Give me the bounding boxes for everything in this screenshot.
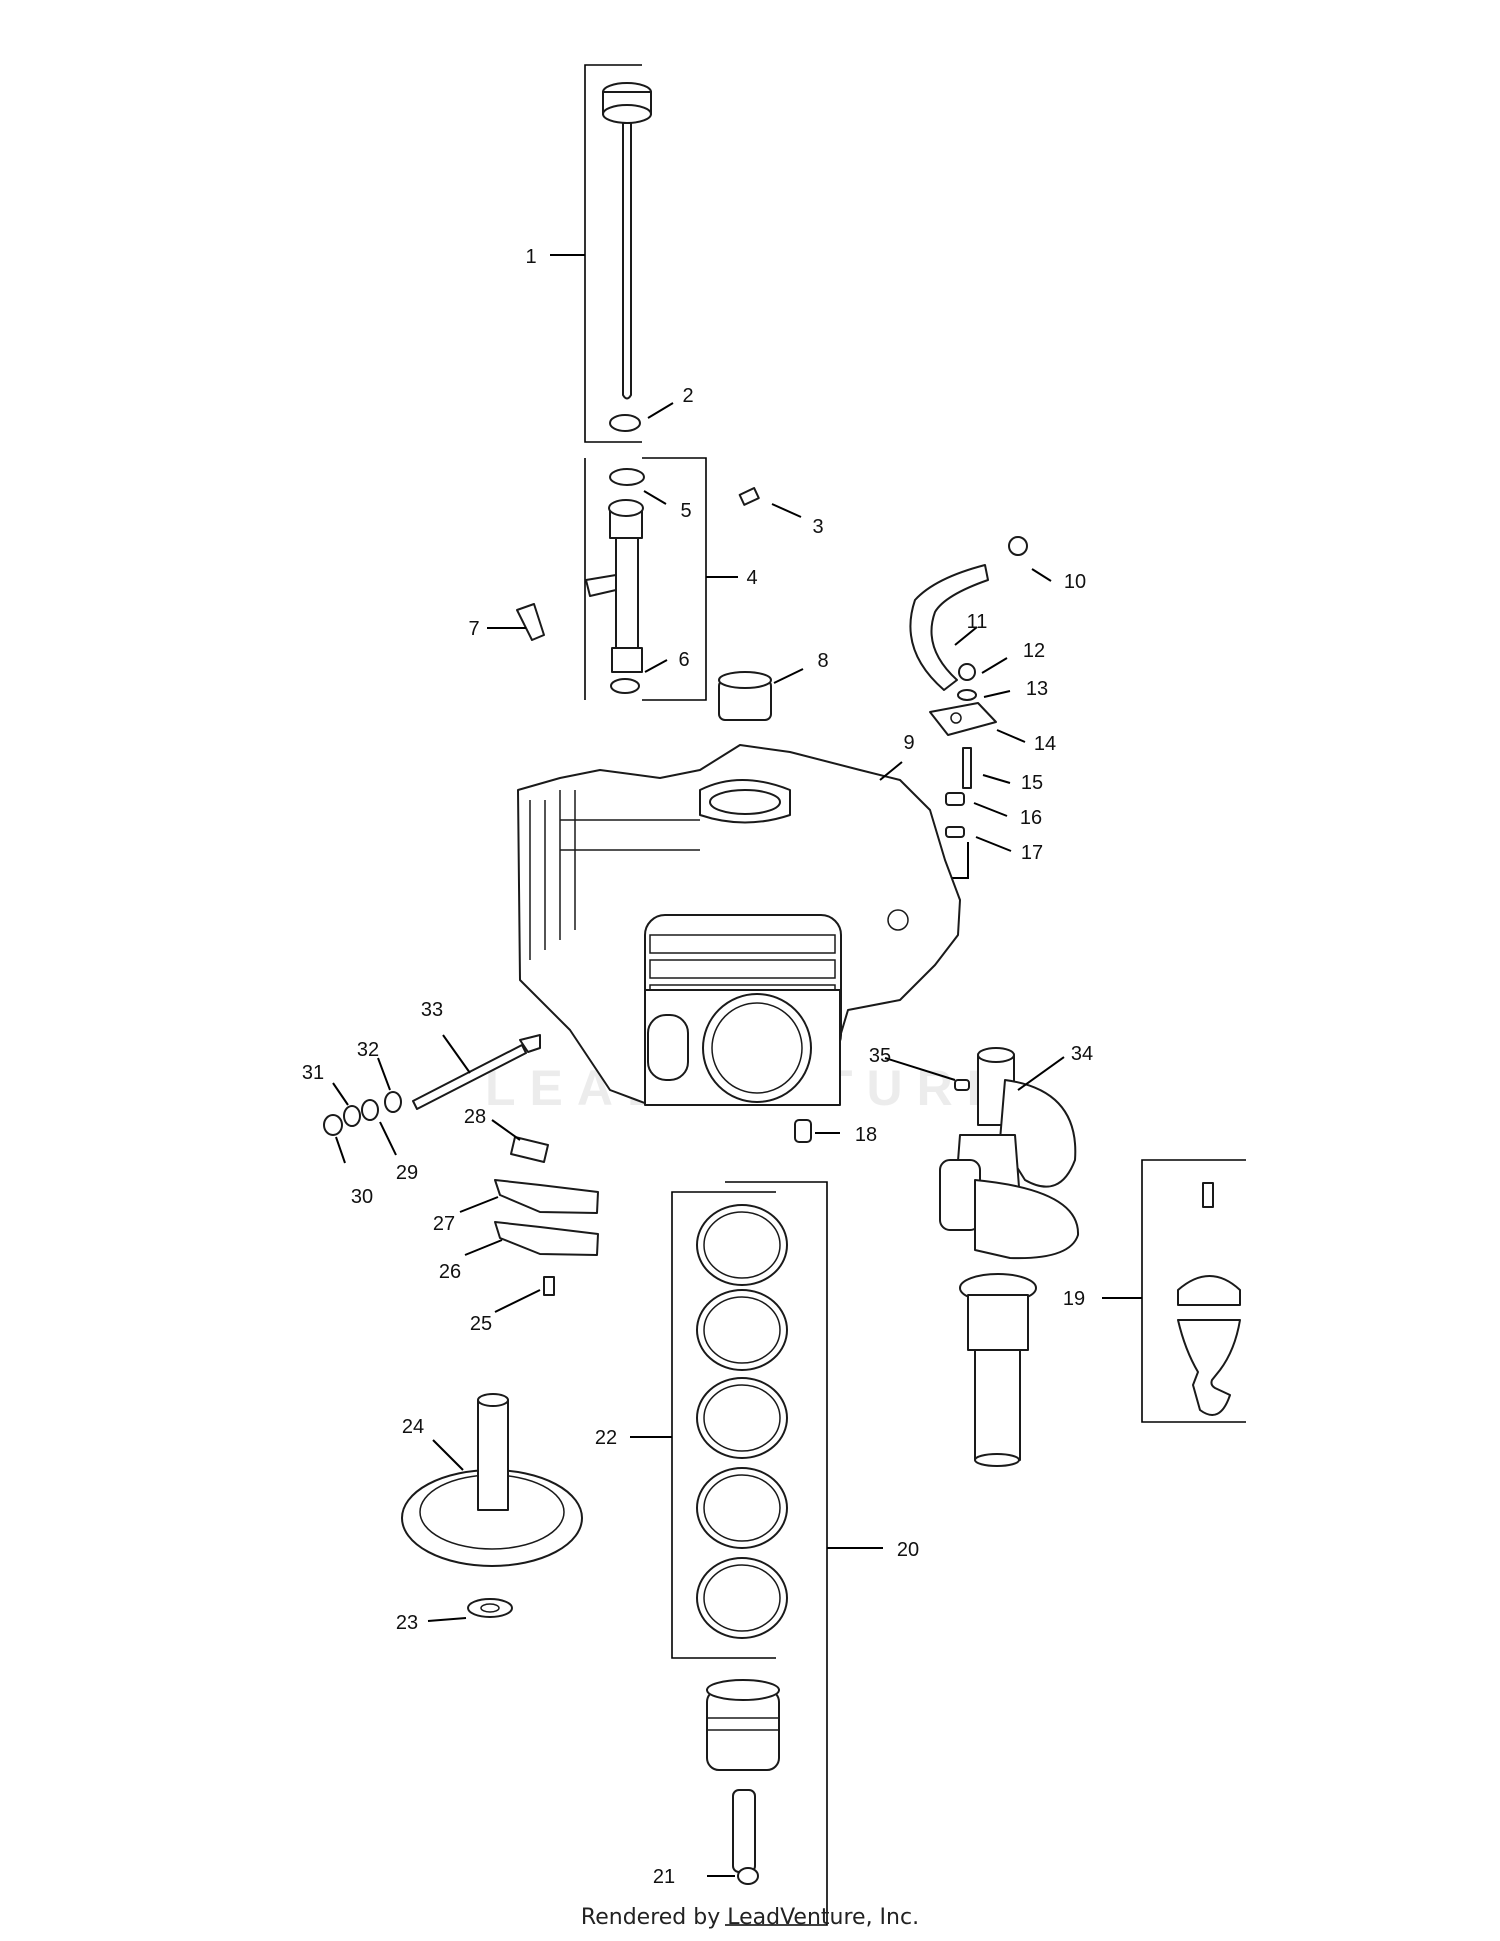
clip-16 [945, 792, 965, 806]
nut-30 [323, 1114, 343, 1136]
callout-1: 1 [525, 246, 536, 268]
callout-9: 9 [903, 732, 914, 754]
callout-33: 33 [421, 999, 443, 1021]
leader-lines [332, 254, 1142, 1877]
camshaft-gear [401, 1393, 583, 1567]
callout-25: 25 [470, 1313, 492, 1335]
washer-32 [384, 1091, 402, 1113]
connecting-rod [1177, 1182, 1241, 1416]
breather-hose [909, 564, 989, 691]
washer-31 [343, 1105, 361, 1127]
callout-35: 35 [869, 1045, 891, 1067]
callout-8: 8 [817, 650, 828, 672]
callout-5: 5 [680, 500, 691, 522]
clamp-10 [1008, 536, 1028, 556]
dipstick [602, 82, 652, 400]
cover-14 [929, 702, 997, 736]
nut-12 [958, 663, 976, 681]
dowel-18 [794, 1119, 812, 1143]
callout-24: 24 [402, 1416, 424, 1438]
oring-2 [609, 414, 641, 432]
callout-30: 30 [351, 1186, 373, 1208]
callout-10: 10 [1064, 571, 1086, 593]
callout-34: 34 [1071, 1043, 1093, 1065]
key-35 [954, 1079, 970, 1091]
clip-7 [516, 603, 545, 641]
callout-28: 28 [464, 1106, 486, 1128]
plate-27 [494, 1179, 599, 1214]
callout-21: 21 [653, 1866, 675, 1888]
callout-32: 32 [357, 1039, 379, 1061]
callout-3: 3 [812, 516, 823, 538]
callout-18: 18 [855, 1124, 877, 1146]
callout-29: 29 [396, 1162, 418, 1184]
block-28 [510, 1136, 549, 1163]
stud-15 [962, 747, 972, 789]
callout-27: 27 [433, 1213, 455, 1235]
callout-2: 2 [682, 385, 693, 407]
callout-17: 17 [1021, 842, 1043, 864]
callout-11: 11 [967, 611, 988, 633]
callout-14: 14 [1034, 733, 1056, 755]
callout-19: 19 [1063, 1288, 1085, 1310]
washer-23 [467, 1598, 513, 1618]
bolt-3 [738, 487, 760, 506]
crankcase [517, 744, 961, 1106]
callout-6: 6 [678, 649, 689, 671]
callout-22: 22 [595, 1427, 617, 1449]
crankshaft [939, 1047, 1080, 1467]
callout-4: 4 [746, 567, 757, 589]
callout-labels: 1 2 3 4 5 6 7 8 9 10 11 12 13 14 15 16 1… [302, 246, 1093, 1888]
callout-16: 16 [1020, 807, 1042, 829]
callout-31: 31 [302, 1062, 324, 1084]
plate-26 [494, 1221, 599, 1256]
callout-23: 23 [396, 1612, 418, 1634]
piston-rings [696, 1204, 788, 1639]
seal-8 [718, 671, 772, 721]
oil-drain-rod-33 [412, 1034, 541, 1110]
callout-12: 12 [1023, 640, 1045, 662]
washer-29 [361, 1099, 379, 1121]
dipstick-tube [585, 468, 645, 694]
callout-20: 20 [897, 1539, 919, 1561]
washer-13 [957, 689, 977, 701]
callout-13: 13 [1026, 678, 1048, 700]
clip-17 [945, 826, 965, 838]
callout-26: 26 [439, 1261, 461, 1283]
piston [706, 1679, 780, 1873]
callout-7: 7 [468, 618, 479, 640]
clip-21 [737, 1867, 759, 1885]
callout-15: 15 [1021, 772, 1043, 794]
screw-25 [543, 1276, 555, 1296]
footer-credit: Rendered by LeadVenture, Inc. [580, 1905, 920, 1930]
